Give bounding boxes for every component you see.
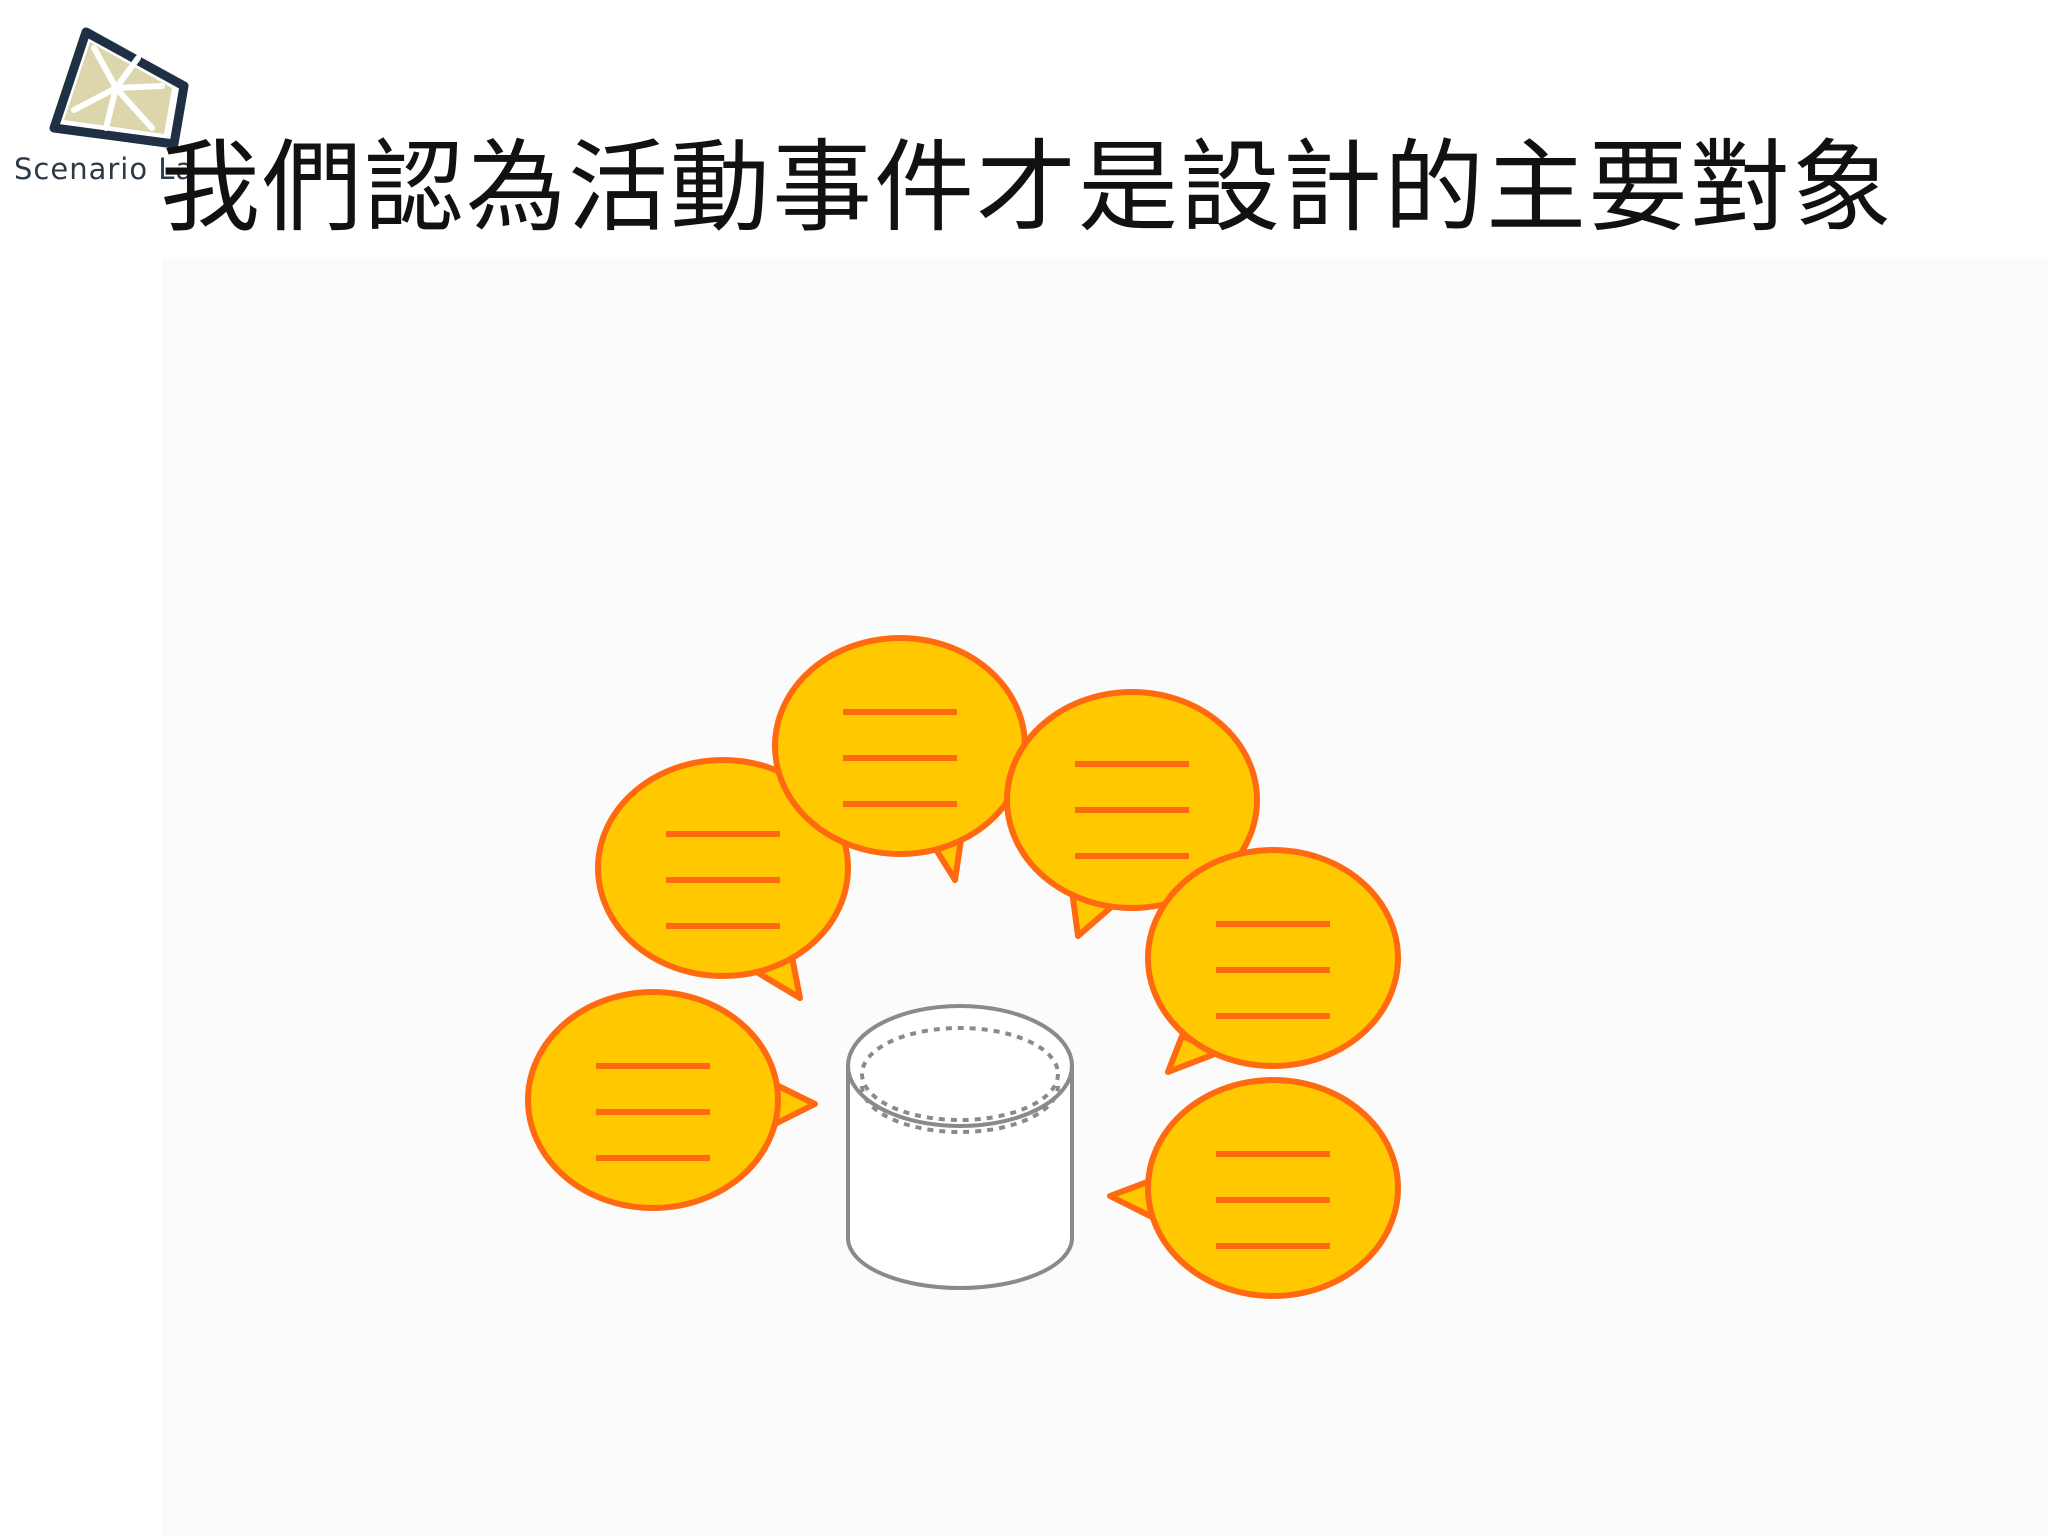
logo-text: Scenario La	[14, 152, 195, 186]
slide-title: 我們認為活動事件才是設計的主要對象	[160, 129, 1894, 246]
speech-bubble-icon	[595, 757, 851, 1001]
speech-bubble-icon	[525, 989, 818, 1211]
speech-bubble-icon	[1004, 689, 1260, 939]
speech-bubble-icon	[772, 635, 1028, 883]
database-cylinder-icon	[846, 1004, 1074, 1290]
speech-bubble-icon	[1107, 1077, 1401, 1299]
logo-mark-icon	[49, 27, 189, 149]
speech-bubble-icon	[1145, 847, 1401, 1075]
scenario-lab-logo: Scenario La	[10, 24, 193, 186]
